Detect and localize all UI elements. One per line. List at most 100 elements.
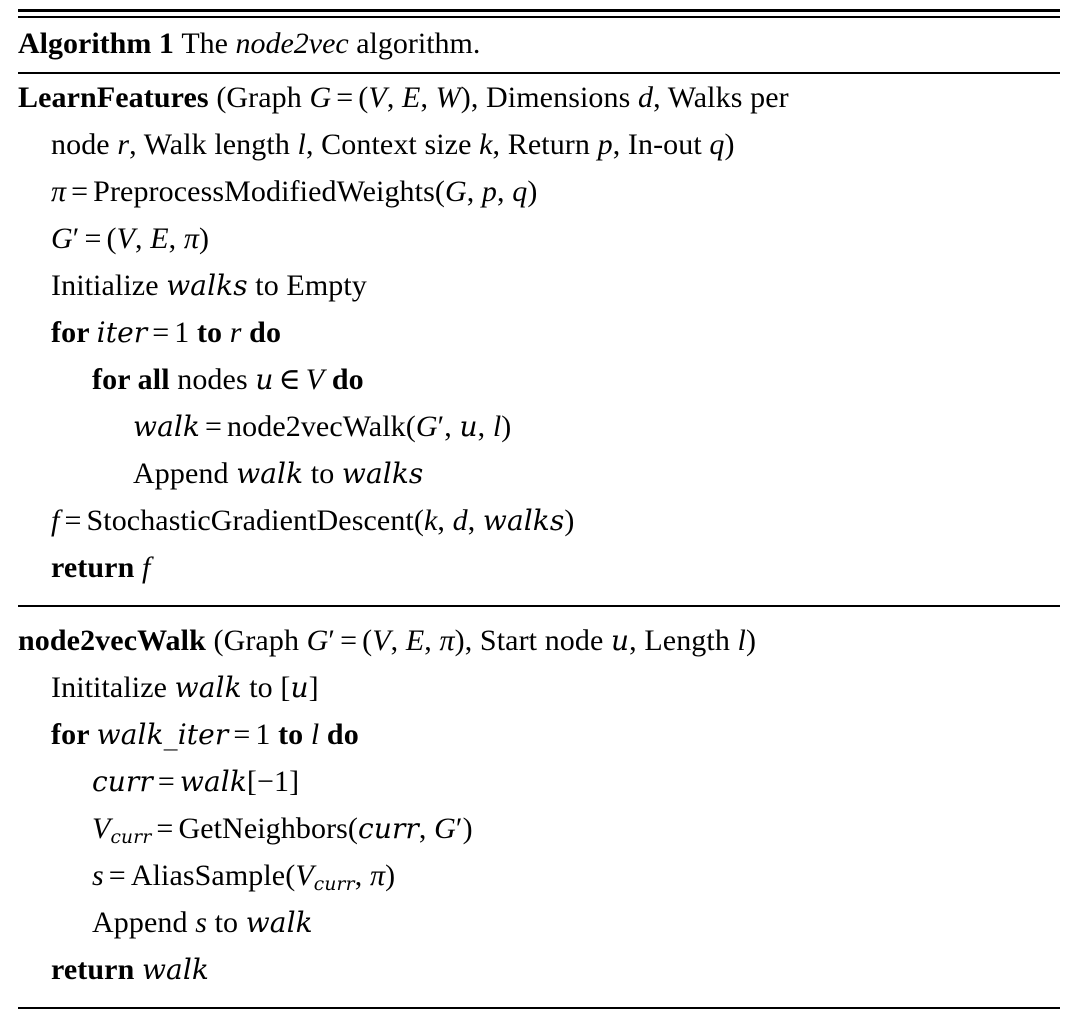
math-variable: r (229, 316, 242, 349)
math-identifier: walk (179, 765, 247, 798)
math-variable: l (310, 718, 320, 751)
text: ), Dimensions (460, 81, 638, 114)
algorithm-step: for walk_iter=1 to l do (18, 711, 1060, 758)
algorithm-step: s=AliasSample(Vcurr, π) (18, 852, 1060, 899)
text: ) (527, 175, 538, 208)
math-identifier: walk (174, 671, 242, 704)
text: StochasticGradientDescent( (86, 504, 424, 537)
algorithm-step: for iter=1 to r do (18, 309, 1060, 356)
text: , (444, 410, 460, 443)
prime-mark: ′ (437, 410, 445, 443)
math-identifier: walk (245, 906, 313, 939)
math-variable: E (150, 222, 169, 255)
rule-top (18, 9, 1060, 18)
text: , (354, 859, 370, 892)
rule-separator (18, 605, 1060, 607)
algorithm-step: Initialize walks to Empty (18, 262, 1060, 309)
keyword: for (51, 316, 97, 349)
text: , (418, 812, 435, 845)
math-variable: f (51, 504, 60, 537)
text: ] (308, 671, 319, 704)
math-identifier: walk (141, 953, 209, 986)
text: , In-out (612, 128, 710, 161)
text: , Return (492, 128, 598, 161)
algorithm-step: G′=(V, E, π) (18, 215, 1060, 262)
math-variable: V (305, 363, 325, 396)
algorithm-step: return walk (18, 946, 1060, 993)
algorithm-step: walk=node2vecWalk(G′, u, l) (18, 403, 1060, 450)
math-variable: G (51, 222, 73, 255)
text: , (466, 175, 482, 208)
text: 1 (255, 718, 279, 751)
text: , Walk length (129, 128, 298, 161)
text: , (467, 504, 483, 537)
math-variable: p (481, 175, 498, 208)
text: to (206, 906, 246, 939)
keyword: for (51, 718, 97, 751)
text: , (390, 624, 406, 657)
text: PreprocessModifiedWeights( (93, 175, 445, 208)
math-variable: G (444, 175, 467, 208)
text: node (51, 128, 118, 161)
keyword: do (326, 718, 359, 751)
prime-mark: ′ (455, 812, 463, 845)
math-variable: V (295, 859, 314, 892)
math-identifier: iter (96, 316, 148, 349)
math-operator: = (64, 504, 82, 537)
math-variable: l (737, 624, 746, 657)
text: −1] (257, 765, 300, 798)
text: , Length (629, 624, 738, 657)
text: ), Start node (454, 624, 612, 657)
math-variable: V (368, 81, 387, 114)
caption-suffix: algorithm. (356, 27, 481, 60)
math-identifier: u (611, 624, 630, 657)
text: ) (564, 504, 575, 537)
text (242, 316, 250, 349)
math-variable: E (402, 81, 421, 114)
algorithm-caption: Algorithm 1 The node2vec algorithm. (18, 18, 1060, 68)
text: AliasSample( (130, 859, 296, 892)
procedure-signature-line: LearnFeatures (Graph G=(V, E, W), Dimens… (18, 74, 1060, 121)
math-operator: = (204, 410, 223, 443)
text: Initialize (51, 269, 167, 302)
math-variable: k (479, 128, 493, 161)
subscript: curr (313, 874, 355, 896)
text: (Graph (205, 624, 307, 657)
text: , (420, 81, 436, 114)
algorithm-step: Vcurr=GetNeighbors(curr, G′) (18, 805, 1060, 852)
math-variable: s (195, 906, 207, 939)
math-variable: d (452, 504, 468, 537)
algorithm-step: f=StochasticGradientDescent(k, d, walks) (18, 497, 1060, 544)
math-variable: q (709, 128, 725, 161)
text: , (135, 222, 151, 255)
procedure-node2vecwalk: node2vecWalk (Graph G′=(V, E, π), Start … (18, 617, 1060, 993)
text: ) (724, 128, 735, 161)
algorithm-step: π=PreprocessModifiedWeights(G, p, q) (18, 168, 1060, 215)
text: nodes (177, 363, 256, 396)
procedure-learnfeatures: LearnFeatures (Graph G=(V, E, W), Dimens… (18, 74, 1060, 591)
text: ) (462, 812, 473, 845)
text: , (386, 81, 403, 114)
text: , (497, 175, 513, 208)
math-variable: f (141, 551, 151, 584)
keyword: to (196, 316, 230, 349)
keyword: return (51, 551, 142, 584)
text (319, 718, 327, 751)
text: GetNeighbors( (178, 812, 359, 845)
keyword: do (331, 363, 364, 396)
procedure-name: LearnFeatures (18, 81, 209, 114)
math-identifier: u (459, 410, 478, 443)
math-identifier: u (290, 671, 309, 704)
math-variable: d (637, 81, 654, 114)
text: Append (133, 457, 237, 490)
math-variable: s (92, 859, 104, 892)
keyword: to (278, 718, 311, 751)
caption-algorithm-name: node2vec (235, 27, 349, 60)
caption-the: The (181, 27, 228, 60)
math-variable: V (372, 624, 391, 657)
math-identifier: walk (236, 457, 304, 490)
text: , (168, 222, 184, 255)
math-identifier: curr (92, 765, 153, 798)
math-variable: π (439, 624, 455, 657)
text: , Context size (305, 128, 480, 161)
